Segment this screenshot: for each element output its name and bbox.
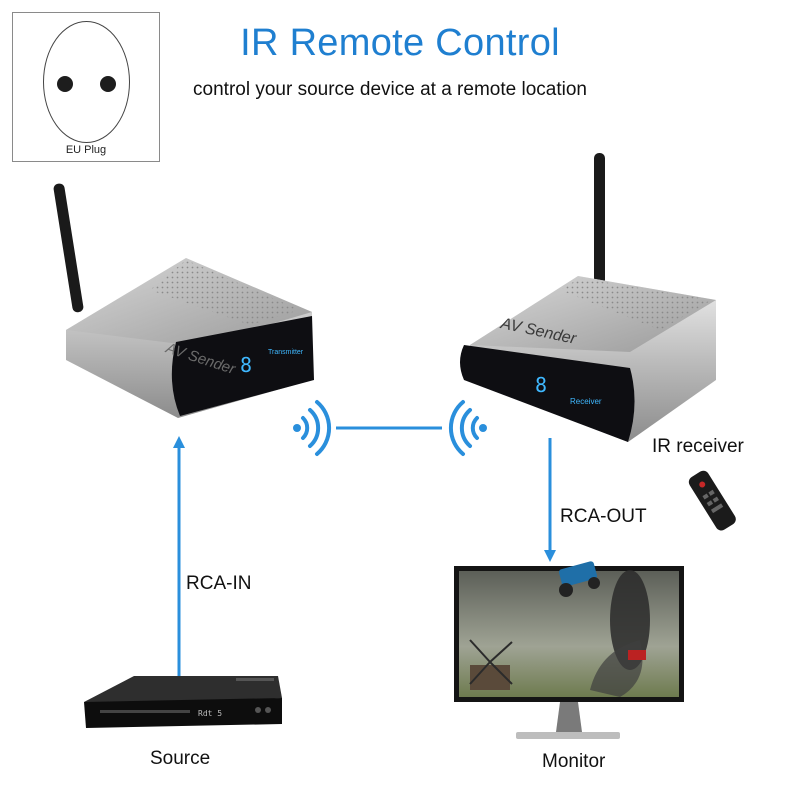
transmitter-front-panel xyxy=(171,316,314,416)
receiver-tag: Receiver xyxy=(570,397,602,406)
plug-label: EU Plug xyxy=(65,144,107,156)
monitor-device xyxy=(454,561,684,739)
rca-in-label: RCA-IN xyxy=(186,573,252,594)
transmitter-device: 8 Transmitter AV Sender xyxy=(53,183,314,418)
plug-pin xyxy=(100,76,116,92)
source-dvd-player: Rdt 5 xyxy=(84,676,282,728)
monitor-stand xyxy=(516,732,620,739)
receiver-device: 8 Receiver AV Sender xyxy=(460,153,716,442)
receiver-display: 8 xyxy=(535,373,547,397)
transmitter-tag: Transmitter xyxy=(268,349,304,356)
page-title: IR Remote Control xyxy=(240,22,560,64)
signal-right-icon xyxy=(479,424,487,432)
page-subtitle: control your source device at a remote l… xyxy=(193,79,587,100)
source-label: Source xyxy=(150,748,211,769)
ir-receiver-label: IR receiver xyxy=(652,436,744,457)
monitor-neck xyxy=(556,702,582,732)
transmitter-antenna xyxy=(53,183,84,313)
receiver-antenna xyxy=(594,153,605,293)
monitor-label: Monitor xyxy=(542,751,606,772)
wireless-link xyxy=(293,400,487,456)
receiver-front-panel xyxy=(460,345,635,442)
transmitter-display: 8 xyxy=(240,353,252,377)
signal-left-icon xyxy=(293,424,301,432)
rca-out-label: RCA-OUT xyxy=(560,506,647,527)
source-display: Rdt 5 xyxy=(198,709,222,718)
eu-plug-icon xyxy=(43,21,130,143)
remote-control-icon xyxy=(688,470,736,531)
eu-plug-panel: EU Plug xyxy=(12,12,160,162)
plug-pin xyxy=(57,76,73,92)
